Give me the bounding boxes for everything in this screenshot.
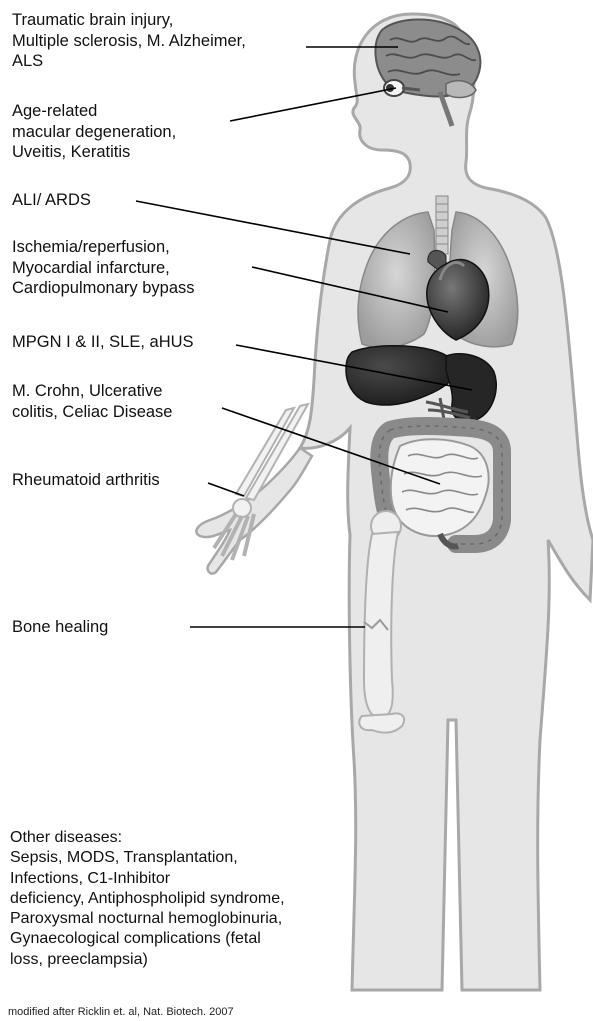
label-gut-line-1: M. Crohn, Ulcerative xyxy=(12,381,172,402)
label-gut-line-2: colitis, Celiac Disease xyxy=(12,402,172,423)
label-lung-diseases: ALI/ ARDS xyxy=(12,190,91,211)
other-diseases-heading: Other diseases: xyxy=(10,828,285,848)
label-eye-line-2: macular degeneration, xyxy=(12,122,176,143)
other-diseases-line-3: deficiency, Antiphospholipid syndrome, xyxy=(10,889,285,909)
label-lung-line-1: ALI/ ARDS xyxy=(12,190,91,211)
other-diseases-line-6: loss, preeclampsia) xyxy=(10,950,285,970)
label-heart-line-2: Myocardial infarcture, xyxy=(12,258,195,279)
other-diseases-line-4: Paroxysmal nocturnal hemoglobinuria, xyxy=(10,909,285,929)
label-heart-diseases: Ischemia/reperfusion, Myocardial infarct… xyxy=(12,237,195,299)
label-joint-line-1: Rheumatoid arthritis xyxy=(12,470,160,491)
label-kidney-diseases: MPGN I & II, SLE, aHUS xyxy=(12,332,194,353)
label-bone-diseases: Bone healing xyxy=(12,617,108,638)
trachea xyxy=(436,196,448,254)
label-brain-line-1: Traumatic brain injury, xyxy=(12,10,246,31)
label-heart-line-3: Cardiopulmonary bypass xyxy=(12,278,195,299)
label-eye-line-1: Age-related xyxy=(12,101,176,122)
label-kidney-line-1: MPGN I & II, SLE, aHUS xyxy=(12,332,194,353)
other-diseases-line-2: Infections, C1-Inhibitor xyxy=(10,869,285,889)
other-diseases-block: Other diseases: Sepsis, MODS, Transplant… xyxy=(10,828,285,970)
label-joint-diseases: Rheumatoid arthritis xyxy=(12,470,160,491)
label-gut-diseases: M. Crohn, Ulcerative colitis, Celiac Dis… xyxy=(12,381,172,422)
label-bone-line-1: Bone healing xyxy=(12,617,108,638)
label-brain-line-3: ALS xyxy=(12,51,246,72)
other-diseases-line-1: Sepsis, MODS, Transplantation, xyxy=(10,848,285,868)
other-diseases-line-5: Gynaecological complications (fetal xyxy=(10,929,285,949)
label-brain-line-2: Multiple sclerosis, M. Alzheimer, xyxy=(12,31,246,52)
label-eye-diseases: Age-related macular degeneration, Uveiti… xyxy=(12,101,176,163)
label-eye-line-3: Uveitis, Keratitis xyxy=(12,142,176,163)
label-heart-line-1: Ischemia/reperfusion, xyxy=(12,237,195,258)
source-citation: modified after Ricklin et. al, Nat. Biot… xyxy=(8,1006,234,1018)
label-brain-diseases: Traumatic brain injury, Multiple scleros… xyxy=(12,10,246,72)
